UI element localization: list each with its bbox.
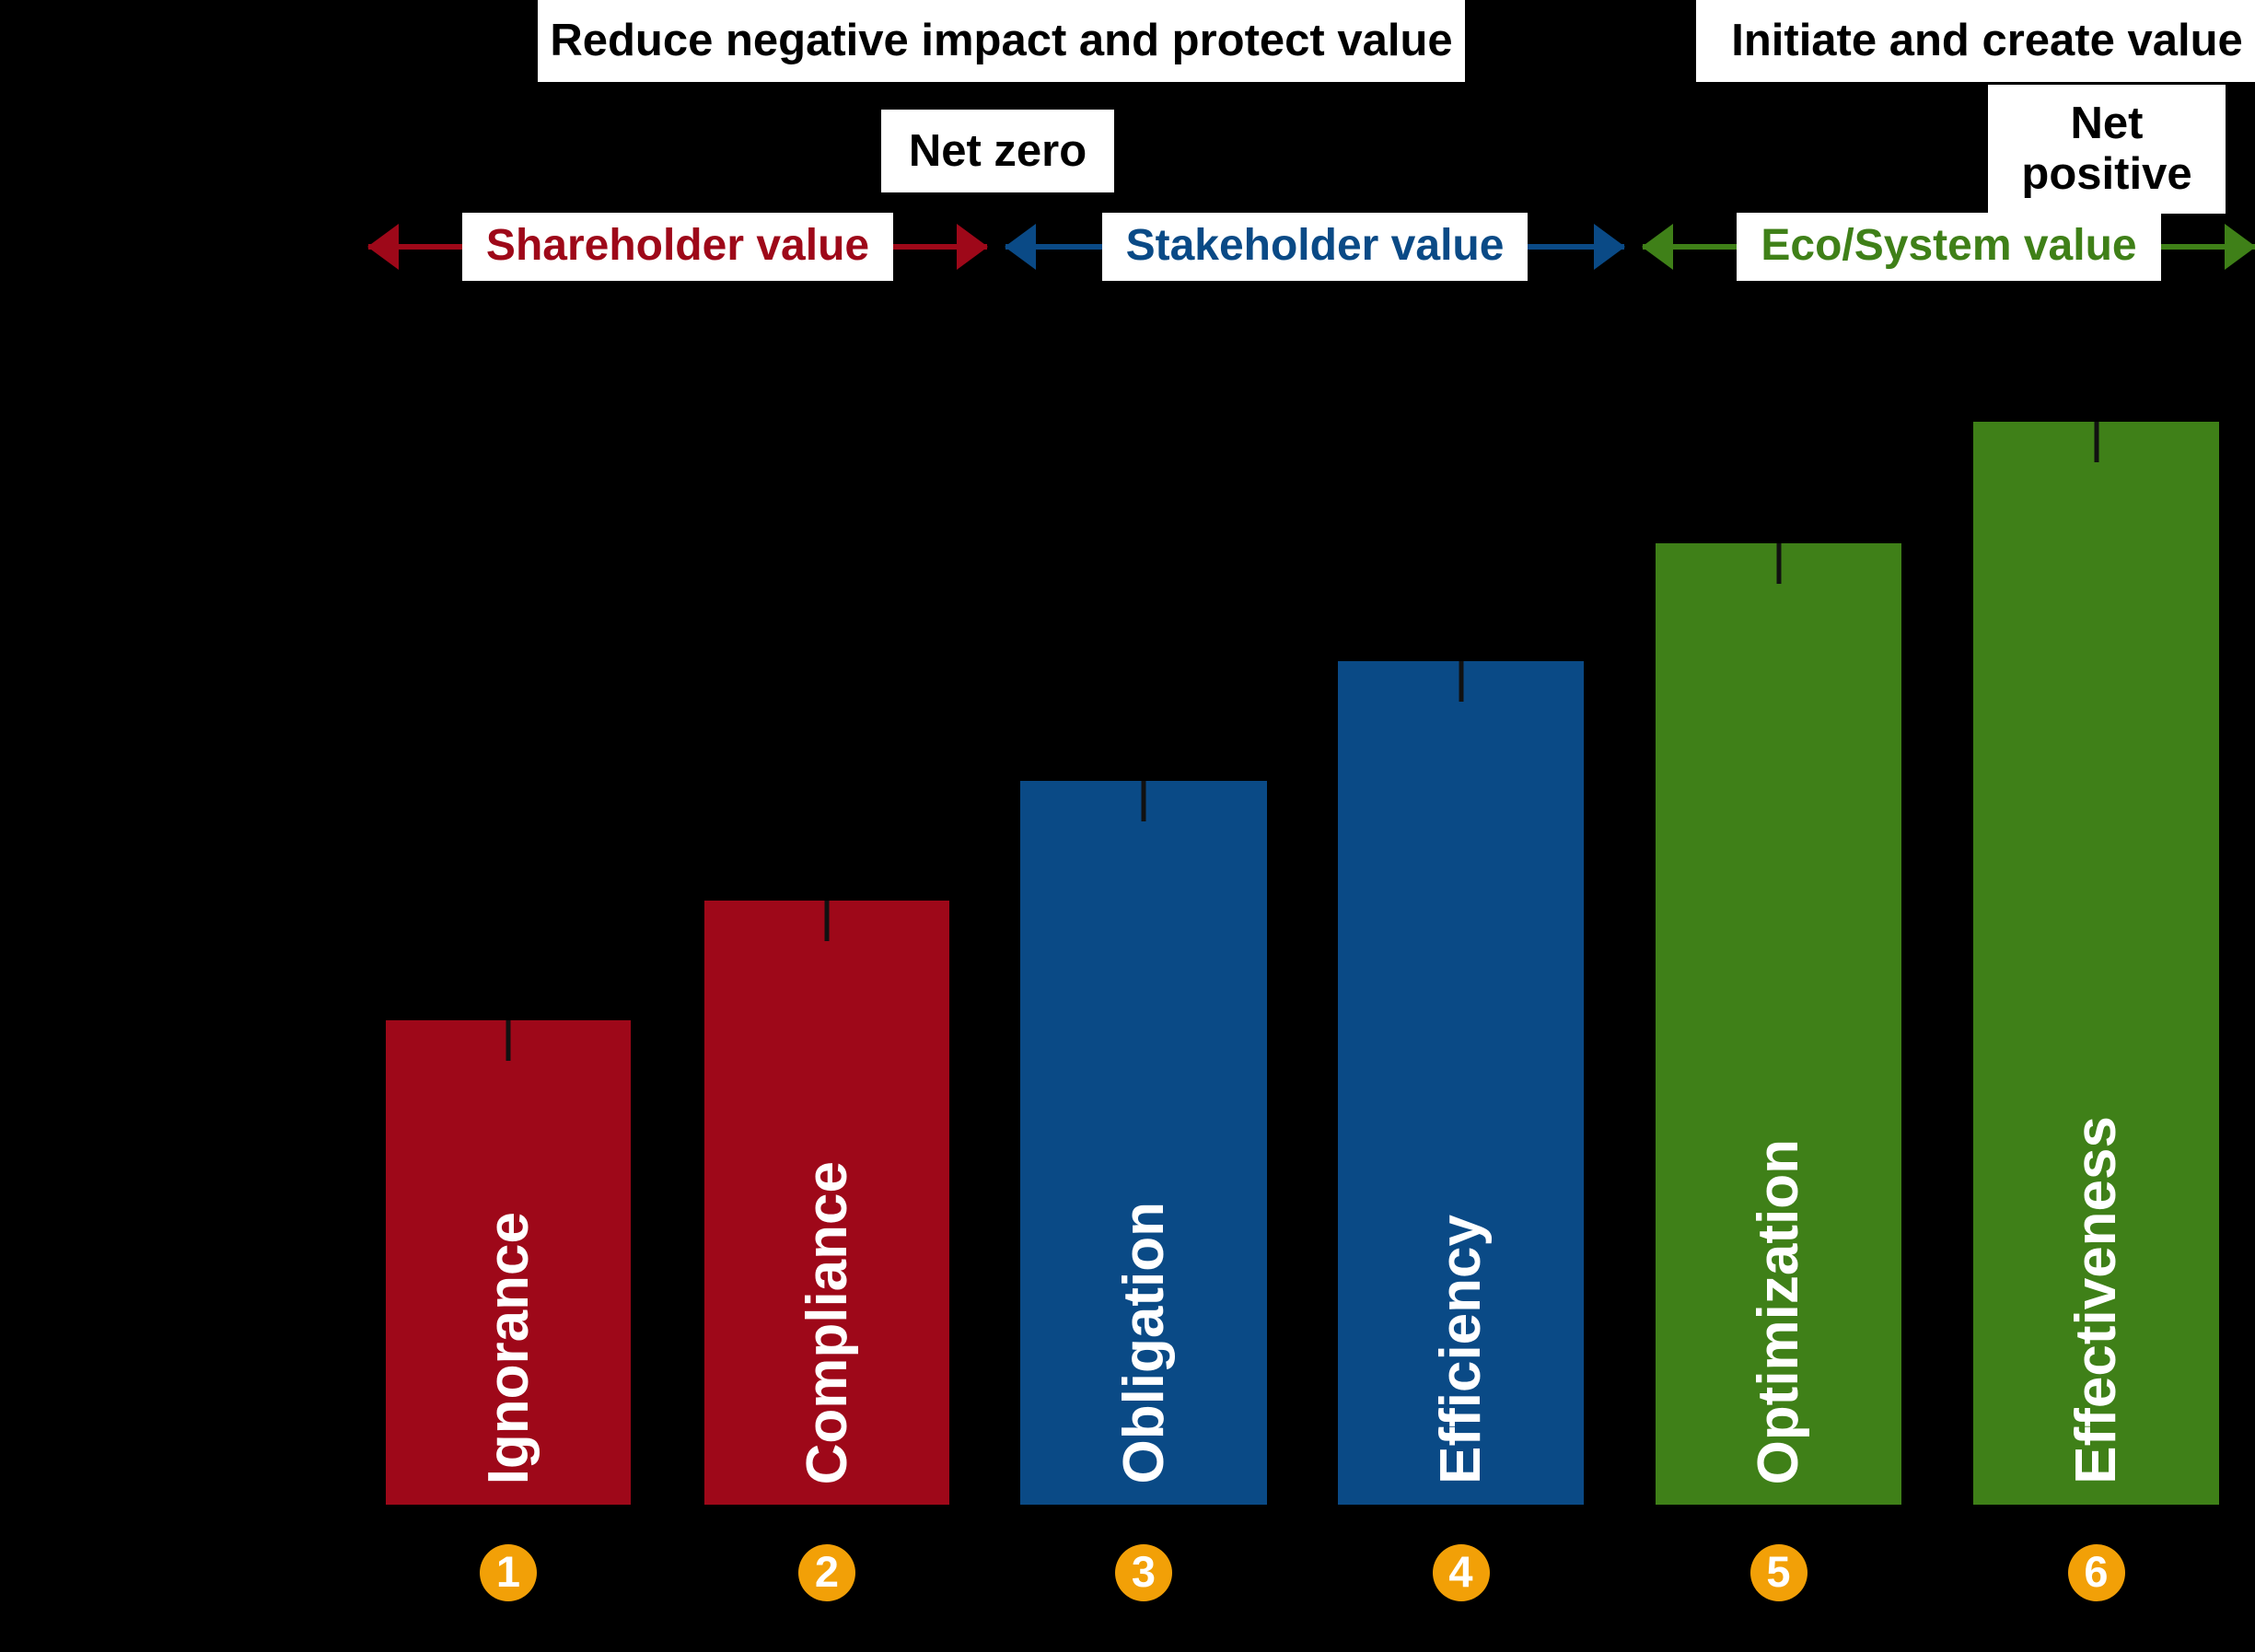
bar-compliance[interactable]: Compliance	[704, 901, 949, 1505]
bar-top-tick-mark	[1459, 661, 1463, 702]
value-range-shareholder: Shareholder value	[367, 210, 988, 284]
bar-top-tick-mark	[2094, 422, 2098, 462]
bar-obligation[interactable]: Obligation	[1020, 781, 1267, 1505]
bar-label: Efficiency	[1429, 1215, 1493, 1484]
bar-label: Ignorance	[476, 1211, 541, 1484]
bar-top-tick-mark	[1776, 543, 1781, 584]
bar-effectiveness[interactable]: Effectiveness	[1973, 422, 2219, 1505]
bar-label: Compliance	[795, 1160, 859, 1484]
bar-ignorance[interactable]: Ignorance	[386, 1020, 631, 1505]
value-range-label-stakeholder: Stakeholder value	[1101, 213, 1529, 281]
arrow-head-left-icon	[1642, 224, 1673, 270]
arrow-head-left-icon	[367, 224, 399, 270]
step-number-badge-2[interactable]: 2	[798, 1544, 855, 1601]
shaft-line	[1643, 244, 1738, 250]
banner-initiate-and-create-value: Initiate and create value	[1696, 0, 2255, 82]
milestone-net-zero: Net zero	[881, 110, 1114, 192]
arrow-shaft-left-shareholder	[367, 224, 462, 270]
shaft-line	[368, 244, 462, 250]
arrow-head-right-icon	[2225, 224, 2255, 270]
bar-label: Effectiveness	[2064, 1116, 2128, 1484]
step-number-badge-5[interactable]: 5	[1749, 1544, 1807, 1601]
step-number-badge-4[interactable]: 4	[1432, 1544, 1490, 1601]
step-number-badge-1[interactable]: 1	[480, 1544, 537, 1601]
bar-top-tick-mark	[824, 901, 830, 941]
value-range-stakeholder: Stakeholder value	[1005, 210, 1625, 284]
arrow-shaft-left-ecosystem	[1642, 224, 1738, 270]
value-range-ecosystem: Eco/System value	[1642, 210, 2255, 284]
banner-reduce-negative-impact: Reduce negative impact and protect value	[538, 0, 1465, 82]
step-number-badge-6[interactable]: 6	[2067, 1544, 2125, 1601]
value-range-label-ecosystem: Eco/System value	[1737, 213, 2161, 281]
arrow-shaft-right-stakeholder	[1528, 224, 1625, 270]
arrow-shaft-right-ecosystem	[2160, 224, 2255, 270]
bar-efficiency[interactable]: Efficiency	[1338, 661, 1584, 1505]
shaft-line	[1528, 244, 1624, 250]
arrow-head-right-icon	[1594, 224, 1625, 270]
arrow-head-left-icon	[1005, 224, 1036, 270]
step-number-badge-3[interactable]: 3	[1115, 1544, 1172, 1601]
bar-label: Obligation	[1111, 1202, 1176, 1484]
value-range-label-shareholder: Shareholder value	[461, 213, 894, 281]
arrow-shaft-left-stakeholder	[1005, 224, 1102, 270]
milestone-net-positive: Net positive	[1988, 85, 2226, 214]
bar-top-tick-mark	[506, 1020, 511, 1061]
arrow-shaft-right-shareholder	[893, 224, 988, 270]
bar-optimization[interactable]: Optimization	[1656, 543, 1901, 1505]
bar-top-tick-mark	[1141, 781, 1146, 821]
shaft-line	[893, 244, 987, 250]
bar-label: Optimization	[1747, 1138, 1810, 1484]
arrow-head-right-icon	[957, 224, 988, 270]
shaft-line	[1005, 244, 1102, 250]
shaft-line	[2160, 244, 2255, 250]
